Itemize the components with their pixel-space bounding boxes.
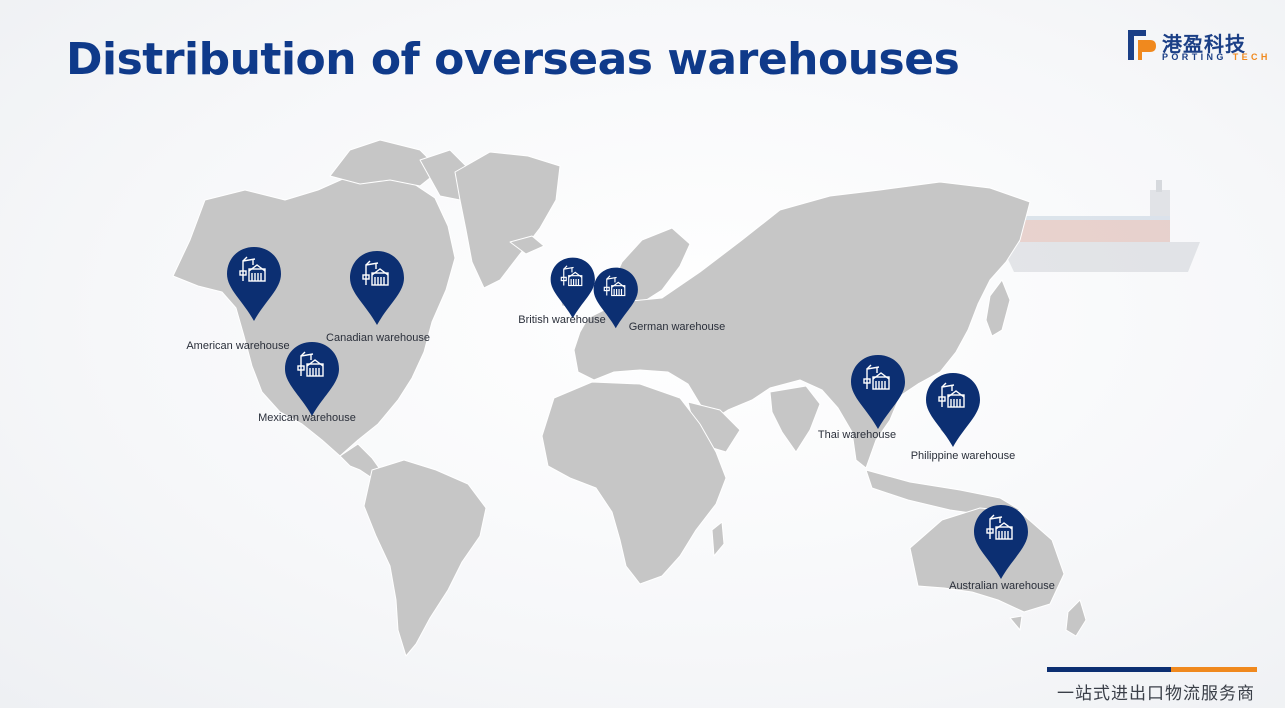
warehouse-label: Thai warehouse [817,429,897,441]
map-pin-icon[interactable] [924,371,982,449]
footer-line-navy [1047,667,1171,672]
slide-title: Distribution of overseas warehouses [66,34,960,85]
warehouse-crane-icon [297,351,324,377]
warehouse-label: British warehouse [518,314,606,326]
warehouse-crane-icon [560,265,583,287]
porting-tech-logo-icon [1128,30,1156,60]
land-madagascar [711,521,725,557]
map-pin-icon[interactable] [972,503,1030,581]
map-pin-icon[interactable] [225,245,283,323]
land-tasmania [1009,615,1023,631]
warehouse-label: Philippine warehouse [910,450,1016,462]
logo-chinese-name: 港盈科技 [1162,32,1246,56]
warehouse-crane-icon [362,260,389,286]
map-pin-icon[interactable] [592,266,640,330]
warehouse-label: Mexican warehouse [258,412,356,424]
company-logo: 港盈科技 PORTING TECH [1126,28,1267,68]
land-new-zealand [1065,599,1087,637]
footer-line-orange [1171,667,1257,672]
land-eurasia [573,181,1031,469]
map-pin-icon[interactable] [549,256,597,320]
land-japan [985,279,1011,337]
map-pin-icon[interactable] [849,353,907,431]
warehouse-crane-icon [603,275,626,297]
land-north-america [172,171,456,457]
land-iceland [509,235,545,255]
map-pin-icon[interactable] [283,340,341,418]
warehouse-label: Canadian warehouse [326,332,430,344]
land-greenland [454,151,561,289]
warehouse-crane-icon [986,514,1013,540]
land-africa [541,381,727,585]
warehouse-label: Australian warehouse [949,580,1055,592]
warehouse-label: American warehouse [186,340,290,352]
logo-english-name: PORTING TECH [1162,52,1271,62]
cargo-ship-background [1000,180,1200,272]
footer-tagline: 一站式进出口物流服务商 [1057,684,1255,704]
warehouse-crane-icon [239,256,266,282]
warehouse-crane-icon [938,382,965,408]
warehouse-crane-icon [863,364,890,390]
warehouse-label: German warehouse [628,321,726,333]
land-south-america [363,459,487,657]
land-india [769,385,821,453]
map-pin-icon[interactable] [348,249,406,327]
